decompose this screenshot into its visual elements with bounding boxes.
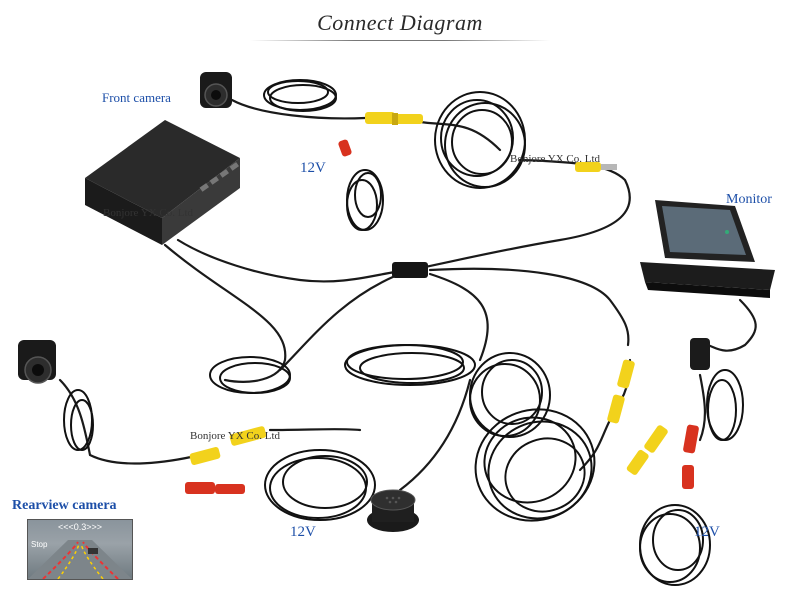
buzzer-cable bbox=[398, 378, 472, 492]
rearview-screen-thumbnail: <<<0.3>>> Stop bbox=[27, 519, 133, 580]
buzzer-holes bbox=[385, 496, 401, 504]
monitor-plug bbox=[690, 338, 710, 370]
power-label-right: 12V bbox=[694, 524, 720, 540]
coil-top-right bbox=[434, 91, 526, 189]
front-camera-label: Front camera bbox=[102, 90, 171, 105]
monitor-power-cable bbox=[698, 373, 707, 442]
hub-to-rear-cable bbox=[278, 274, 397, 372]
video-cable-top bbox=[418, 120, 502, 152]
control-box-harness bbox=[176, 238, 397, 283]
rear-camera bbox=[18, 340, 56, 384]
watermark-control-box: Bonjore YX Co. Ltd bbox=[103, 207, 194, 219]
rear-camera-cable bbox=[58, 378, 202, 465]
control-box bbox=[85, 120, 240, 245]
hub-to-monitor-cable bbox=[428, 267, 630, 347]
coil-buzzer bbox=[469, 352, 551, 438]
watermark-cable-bottom: Bonjore YX Co. Ltd bbox=[190, 430, 281, 442]
cable-junction bbox=[392, 262, 428, 278]
rearview-road-graphic bbox=[28, 540, 132, 579]
diagram-title: Connect Diagram bbox=[317, 10, 483, 35]
rca-yellow-topright bbox=[575, 162, 617, 172]
rca-yellow-top bbox=[365, 112, 423, 125]
coil-left-middle bbox=[209, 356, 291, 394]
coil-power-mid bbox=[264, 449, 376, 521]
front-camera-cable bbox=[230, 98, 367, 120]
monitor-label: Monitor bbox=[726, 192, 772, 207]
rearview-distance-text: <<<0.3>>> bbox=[58, 522, 103, 532]
coil-middle bbox=[344, 344, 476, 386]
cable-coils bbox=[63, 79, 744, 586]
rca-red-right bbox=[682, 424, 699, 489]
rear-video-cable bbox=[268, 428, 362, 432]
monitor bbox=[640, 200, 775, 298]
rearview-camera-label: Rearview camera bbox=[12, 498, 117, 513]
coil-rear-camera bbox=[63, 389, 94, 451]
coil-bottom-right bbox=[474, 408, 596, 522]
rca-red-top bbox=[338, 139, 352, 157]
front-camera bbox=[200, 72, 232, 108]
rca-yellow-chain bbox=[607, 359, 668, 475]
power-label-top: 12V bbox=[300, 160, 326, 176]
buzzer bbox=[367, 489, 419, 532]
power-label-mid: 12V bbox=[290, 524, 316, 540]
hub-to-buzzer-cable bbox=[428, 272, 489, 362]
control-box-ports bbox=[199, 162, 239, 192]
watermark-cable-top: Bonjore YX Co. Ltd bbox=[510, 153, 601, 165]
rca-red-rear bbox=[185, 482, 245, 494]
control-box-cable-down bbox=[163, 243, 287, 383]
coil-power-right bbox=[639, 504, 711, 586]
rca-yellow-rear bbox=[189, 426, 267, 466]
rca-connectors bbox=[185, 112, 710, 494]
title-underline bbox=[250, 40, 550, 41]
coil-power-top bbox=[346, 169, 384, 231]
rearview-stop-text: Stop bbox=[31, 540, 48, 549]
coil-monitor bbox=[706, 369, 744, 441]
coil-top-left bbox=[263, 79, 337, 112]
